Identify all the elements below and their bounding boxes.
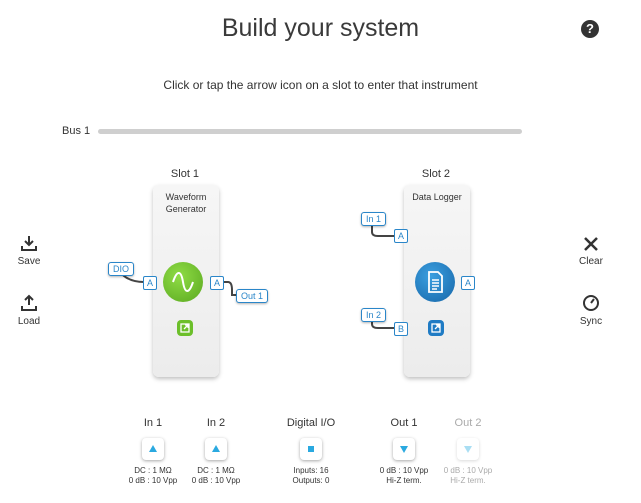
- triangle-down-icon: [400, 446, 408, 453]
- document-icon[interactable]: [415, 262, 455, 302]
- page-title: Build your system: [221, 14, 420, 42]
- channel-out1-info2: Hi-Z term.: [386, 476, 422, 485]
- clear-button[interactable]: Clear: [571, 236, 611, 267]
- slot-1-instrument-line2: Generator: [165, 204, 207, 214]
- slot-2-input-2-tag[interactable]: In 2: [361, 308, 387, 322]
- channel-in2-button[interactable]: [205, 438, 227, 460]
- channel-out2-button[interactable]: [457, 438, 479, 460]
- triangle-up-icon: [212, 445, 220, 452]
- slot-1-output-port[interactable]: A: [210, 276, 224, 290]
- gauge-icon: [583, 295, 599, 311]
- load-label: Load: [17, 316, 41, 327]
- channel-out2-info2: Hi-Z term.: [450, 476, 486, 485]
- slot-2-input-1-tag[interactable]: In 1: [361, 212, 387, 226]
- download-icon: [21, 236, 37, 251]
- slot-1-input-port[interactable]: A: [143, 276, 157, 290]
- channel-out2-info1: 0 dB : 10 Vpp: [443, 466, 493, 475]
- question-circle-icon[interactable]: ?: [581, 20, 599, 38]
- channel-out1-button[interactable]: [393, 438, 415, 460]
- save-button[interactable]: Save: [9, 234, 49, 267]
- channel-out1-title: Out 1: [390, 417, 418, 429]
- bus-bar: [98, 129, 522, 134]
- channel-in1-title: In 1: [143, 417, 163, 429]
- slot-1-input-tag[interactable]: DIO: [108, 262, 135, 276]
- triangle-up-icon: [149, 445, 157, 452]
- channel-dio-button[interactable]: [300, 438, 322, 460]
- channel-in1-info1: DC : 1 MΩ: [134, 466, 172, 475]
- sync-button[interactable]: Sync: [571, 294, 611, 327]
- sync-label: Sync: [579, 316, 603, 327]
- bus-label: Bus 1: [62, 125, 91, 137]
- slot-1-label: Slot 1: [170, 168, 200, 180]
- slot-2-instrument-line1: Data Logger: [412, 192, 462, 202]
- slot-2-wires: [371, 226, 394, 329]
- clear-label: Clear: [579, 256, 603, 267]
- channel-in2-info2: 0 dB : 10 Vpp: [191, 476, 241, 485]
- load-button[interactable]: Load: [9, 294, 49, 327]
- slot-2-output-port[interactable]: A: [461, 276, 475, 290]
- slot-1-output-tag[interactable]: Out 1: [236, 289, 269, 303]
- slot-2-enter-icon[interactable]: [428, 320, 444, 336]
- channel-out1-info1: 0 dB : 10 Vpp: [379, 466, 429, 475]
- channel-in1-info2: 0 dB : 10 Vpp: [128, 476, 178, 485]
- channel-dio-info2: Outputs: 0: [292, 476, 330, 485]
- upload-icon: [21, 294, 37, 311]
- slot-2-label: Slot 2: [421, 168, 451, 180]
- slot-1-instrument-line1: Waveform: [165, 192, 207, 202]
- channel-in1-button[interactable]: [142, 438, 164, 460]
- channel-dio-title: Digital I/O: [286, 417, 336, 429]
- close-icon: [584, 237, 598, 251]
- instructions-text: Click or tap the arrow icon on a slot to…: [163, 78, 478, 92]
- sine-wave-icon[interactable]: [163, 262, 203, 302]
- channel-in2-title: In 2: [206, 417, 226, 429]
- slot-1-enter-icon[interactable]: [177, 320, 193, 336]
- slot-2-input-1-port[interactable]: A: [394, 229, 408, 243]
- square-icon: [308, 446, 314, 452]
- channel-dio-info1: Inputs: 16: [293, 466, 329, 475]
- save-label: Save: [17, 256, 41, 267]
- slot-2-input-2-port[interactable]: B: [394, 322, 408, 336]
- channel-out2-title: Out 2: [454, 417, 482, 429]
- channel-in2-info1: DC : 1 MΩ: [197, 466, 235, 475]
- triangle-down-icon: [464, 446, 472, 453]
